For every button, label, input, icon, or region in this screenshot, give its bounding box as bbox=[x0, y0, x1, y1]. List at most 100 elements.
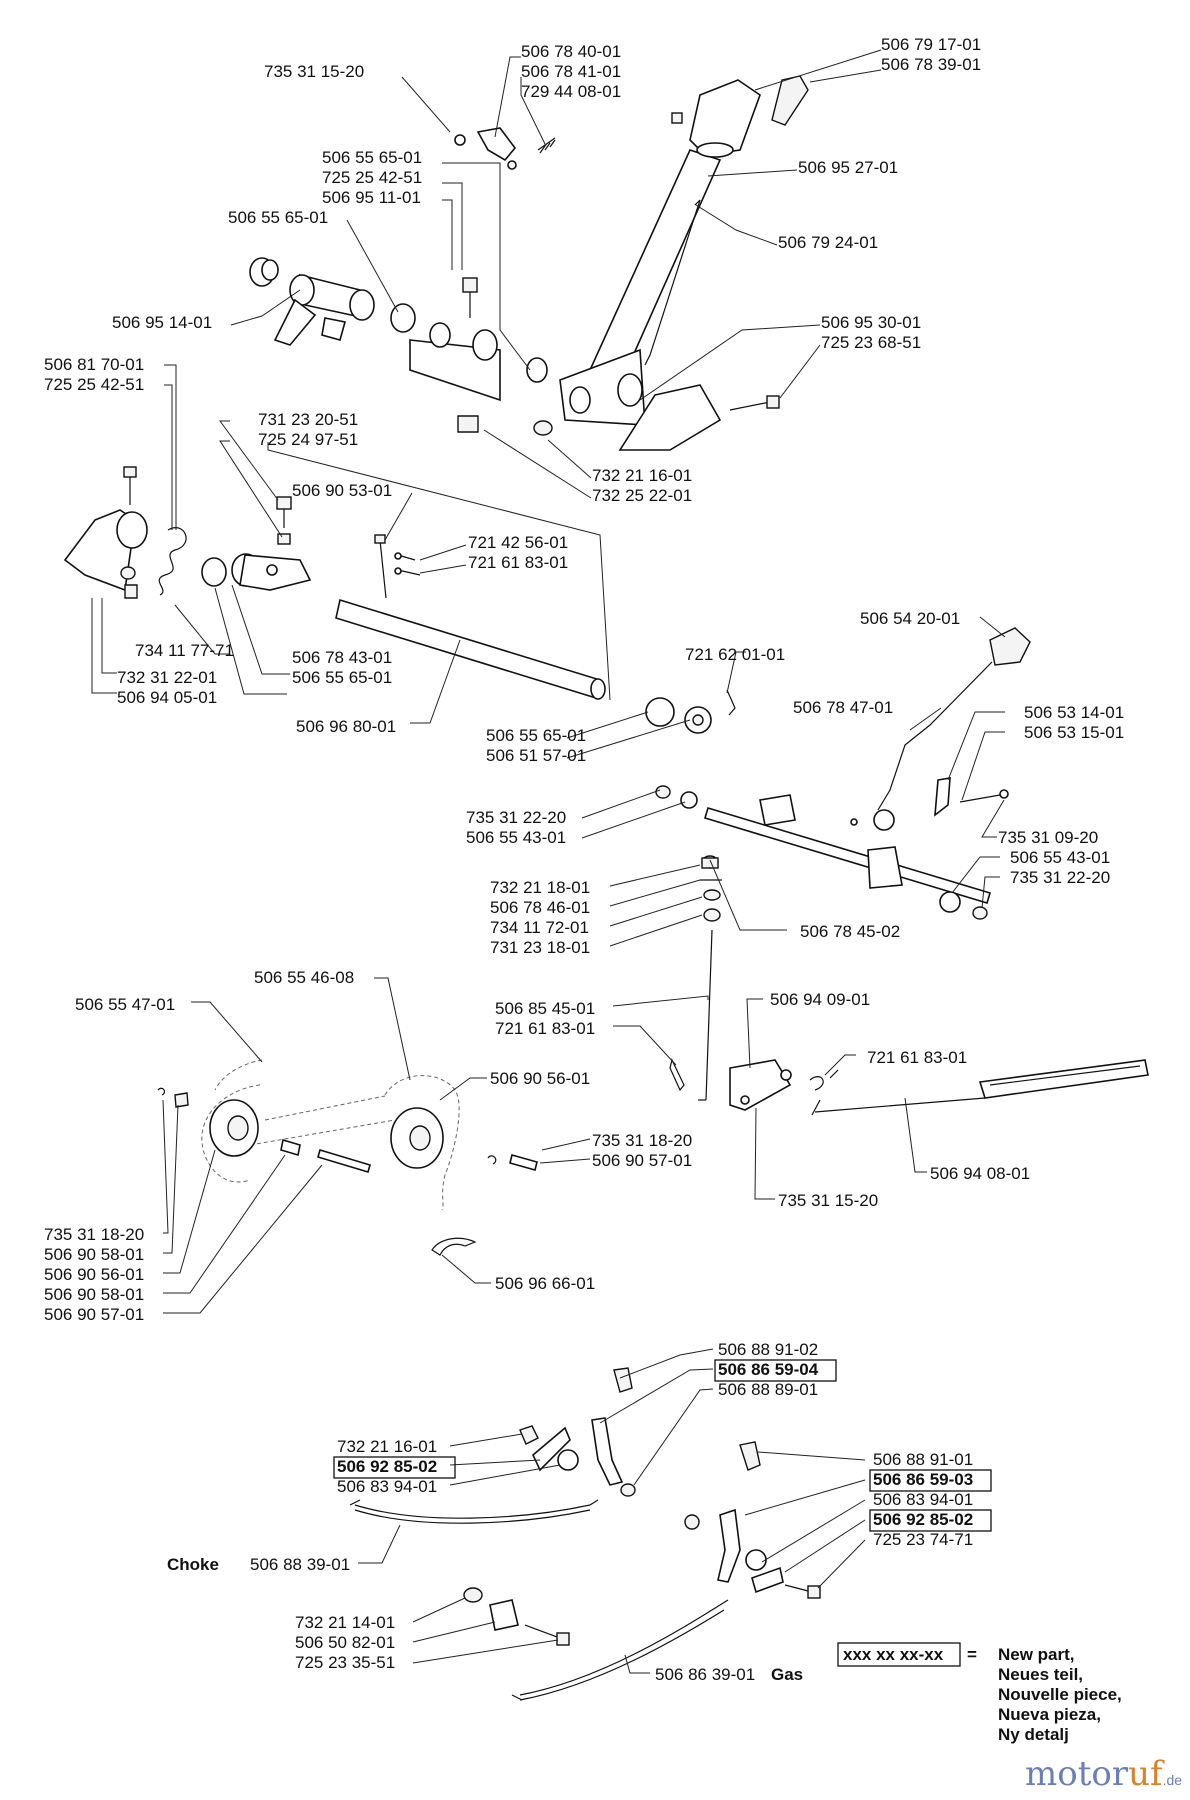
part-label: 506 85 45-01 bbox=[495, 999, 595, 1018]
part-label: 506 90 56-01 bbox=[490, 1069, 590, 1088]
legend-equals: = bbox=[967, 1645, 977, 1664]
part-label: 721 61 83-01 bbox=[468, 553, 568, 572]
part-label: 506 96 66-01 bbox=[495, 1274, 595, 1293]
part-label: 721 61 83-01 bbox=[495, 1019, 595, 1038]
part-label: 506 78 41-01 bbox=[521, 62, 621, 81]
part-label: 734 11 72-01 bbox=[490, 918, 589, 937]
part-label: 506 94 05-01 bbox=[117, 688, 217, 707]
part-label: 506 55 43-01 bbox=[466, 828, 566, 847]
part-label: 506 96 80-01 bbox=[296, 717, 396, 736]
part-label: 725 23 35-51 bbox=[295, 1653, 395, 1672]
part-label-new: 506 86 59-04 bbox=[718, 1360, 819, 1379]
part-label: 721 62 01-01 bbox=[685, 645, 785, 664]
part-label: 506 51 57-01 bbox=[486, 746, 586, 765]
part-label-new: 506 92 85-02 bbox=[873, 1510, 973, 1529]
part-label: 732 25 22-01 bbox=[592, 486, 692, 505]
part-label: 506 94 09-01 bbox=[770, 990, 870, 1009]
sprocket-left bbox=[157, 1087, 259, 1157]
part-label: 506 90 58-01 bbox=[44, 1285, 144, 1304]
part-label: 506 50 82-01 bbox=[295, 1633, 395, 1652]
part-label: 506 90 57-01 bbox=[44, 1305, 144, 1324]
part-label: 725 25 42-51 bbox=[322, 168, 422, 187]
part-label: 506 88 39-01 bbox=[250, 1555, 350, 1574]
part-label: 506 95 27-01 bbox=[798, 158, 898, 177]
part-label: 721 42 56-01 bbox=[468, 533, 568, 552]
washers bbox=[645, 689, 736, 734]
part-label: 735 31 15-20 bbox=[264, 62, 364, 81]
part-label: 506 78 47-01 bbox=[793, 698, 893, 717]
spring-clip bbox=[431, 1237, 477, 1256]
part-label: 506 55 65-01 bbox=[292, 668, 392, 687]
legend-line-5: Ny detalj bbox=[998, 1725, 1069, 1744]
part-label: 725 23 74-71 bbox=[873, 1530, 973, 1549]
legend-line-1: New part, bbox=[998, 1645, 1075, 1664]
gas-cable bbox=[511, 1599, 729, 1701]
part-label: 731 23 20-51 bbox=[258, 410, 358, 429]
hand-lever bbox=[850, 627, 1031, 831]
part-label: 506 55 65-01 bbox=[228, 208, 328, 227]
clip-parts bbox=[454, 112, 683, 170]
part-label: 725 24 97-51 bbox=[258, 430, 358, 449]
part-label: 506 53 15-01 bbox=[1024, 723, 1124, 742]
part-label: 506 54 20-01 bbox=[860, 609, 960, 628]
part-label: 506 95 14-01 bbox=[112, 313, 212, 332]
spring-rod bbox=[644, 199, 701, 366]
cotter-pin bbox=[669, 1058, 685, 1092]
part-label: 735 31 22-20 bbox=[1010, 868, 1110, 887]
part-label: 734 11 77-71 bbox=[135, 641, 234, 660]
part-label: 735 31 15-20 bbox=[778, 1191, 878, 1210]
legend: xxx xx xx-xx = New part, Neues teil, Nou… bbox=[837, 1642, 1122, 1744]
part-label: 506 90 57-01 bbox=[592, 1151, 692, 1170]
gas-lever-assembly bbox=[684, 1441, 821, 1599]
new-part-boxes bbox=[333, 1359, 992, 1532]
part-label: 735 31 18-20 bbox=[592, 1131, 692, 1150]
part-label: 506 78 39-01 bbox=[881, 55, 981, 74]
part-labels: 735 31 15-20 506 78 40-01 506 78 41-01 7… bbox=[44, 35, 1124, 1684]
part-label: 506 78 45-02 bbox=[800, 922, 900, 941]
part-label: 506 90 53-01 bbox=[292, 481, 392, 500]
control-bracket bbox=[729, 1059, 839, 1111]
part-label: 735 31 22-20 bbox=[466, 808, 566, 827]
part-label: 506 83 94-01 bbox=[337, 1477, 437, 1496]
part-label: 506 88 89-01 bbox=[718, 1380, 818, 1399]
pivot-arm bbox=[201, 496, 312, 591]
part-label: 731 23 18-01 bbox=[490, 938, 590, 957]
logo-text: motoruf.de bbox=[1025, 1754, 1182, 1794]
part-label: 506 55 65-01 bbox=[486, 726, 586, 745]
part-label: 506 95 11-01 bbox=[322, 188, 421, 207]
legend-line-4: Nueva pieza, bbox=[998, 1705, 1101, 1724]
choke-label: Choke bbox=[167, 1555, 219, 1574]
leader-lines bbox=[91, 49, 1006, 1674]
part-label: 732 31 22-01 bbox=[117, 668, 217, 687]
part-label: 506 88 91-02 bbox=[718, 1340, 818, 1359]
part-label: 506 78 43-01 bbox=[292, 648, 392, 667]
part-label-new: 506 86 59-03 bbox=[873, 1470, 973, 1489]
part-label: 506 78 40-01 bbox=[521, 42, 621, 61]
left-pivot-assembly bbox=[63, 466, 187, 599]
cable-clamp bbox=[463, 1587, 570, 1646]
part-label: 506 55 43-01 bbox=[1010, 848, 1110, 867]
gas-label: Gas bbox=[771, 1665, 803, 1684]
part-label: 506 90 56-01 bbox=[44, 1265, 144, 1284]
part-label: 506 81 70-01 bbox=[44, 355, 144, 374]
part-label: 506 55 65-01 bbox=[322, 148, 422, 167]
part-label: 732 21 16-01 bbox=[592, 466, 692, 485]
part-label: 506 55 47-01 bbox=[75, 995, 175, 1014]
part-label: 721 61 83-01 bbox=[867, 1048, 967, 1067]
part-label: 729 44 08-01 bbox=[521, 82, 621, 101]
chain-drive bbox=[201, 1059, 460, 1211]
part-label: 732 21 16-01 bbox=[337, 1437, 437, 1456]
part-label: 506 95 30-01 bbox=[821, 313, 921, 332]
part-label: 506 53 14-01 bbox=[1024, 703, 1124, 722]
part-label: 732 21 14-01 bbox=[295, 1613, 395, 1632]
legend-code: xxx xx xx-xx bbox=[843, 1645, 944, 1664]
foot-plate bbox=[618, 384, 722, 451]
part-label: 506 55 46-08 bbox=[254, 968, 354, 987]
part-label: 506 83 94-01 bbox=[873, 1490, 973, 1509]
hub-assembly bbox=[249, 257, 416, 346]
nut-stack bbox=[698, 855, 722, 1101]
part-label: 506 88 91-01 bbox=[873, 1450, 973, 1469]
pedal-arm bbox=[559, 75, 809, 426]
slotted-plate bbox=[811, 1059, 1149, 1116]
